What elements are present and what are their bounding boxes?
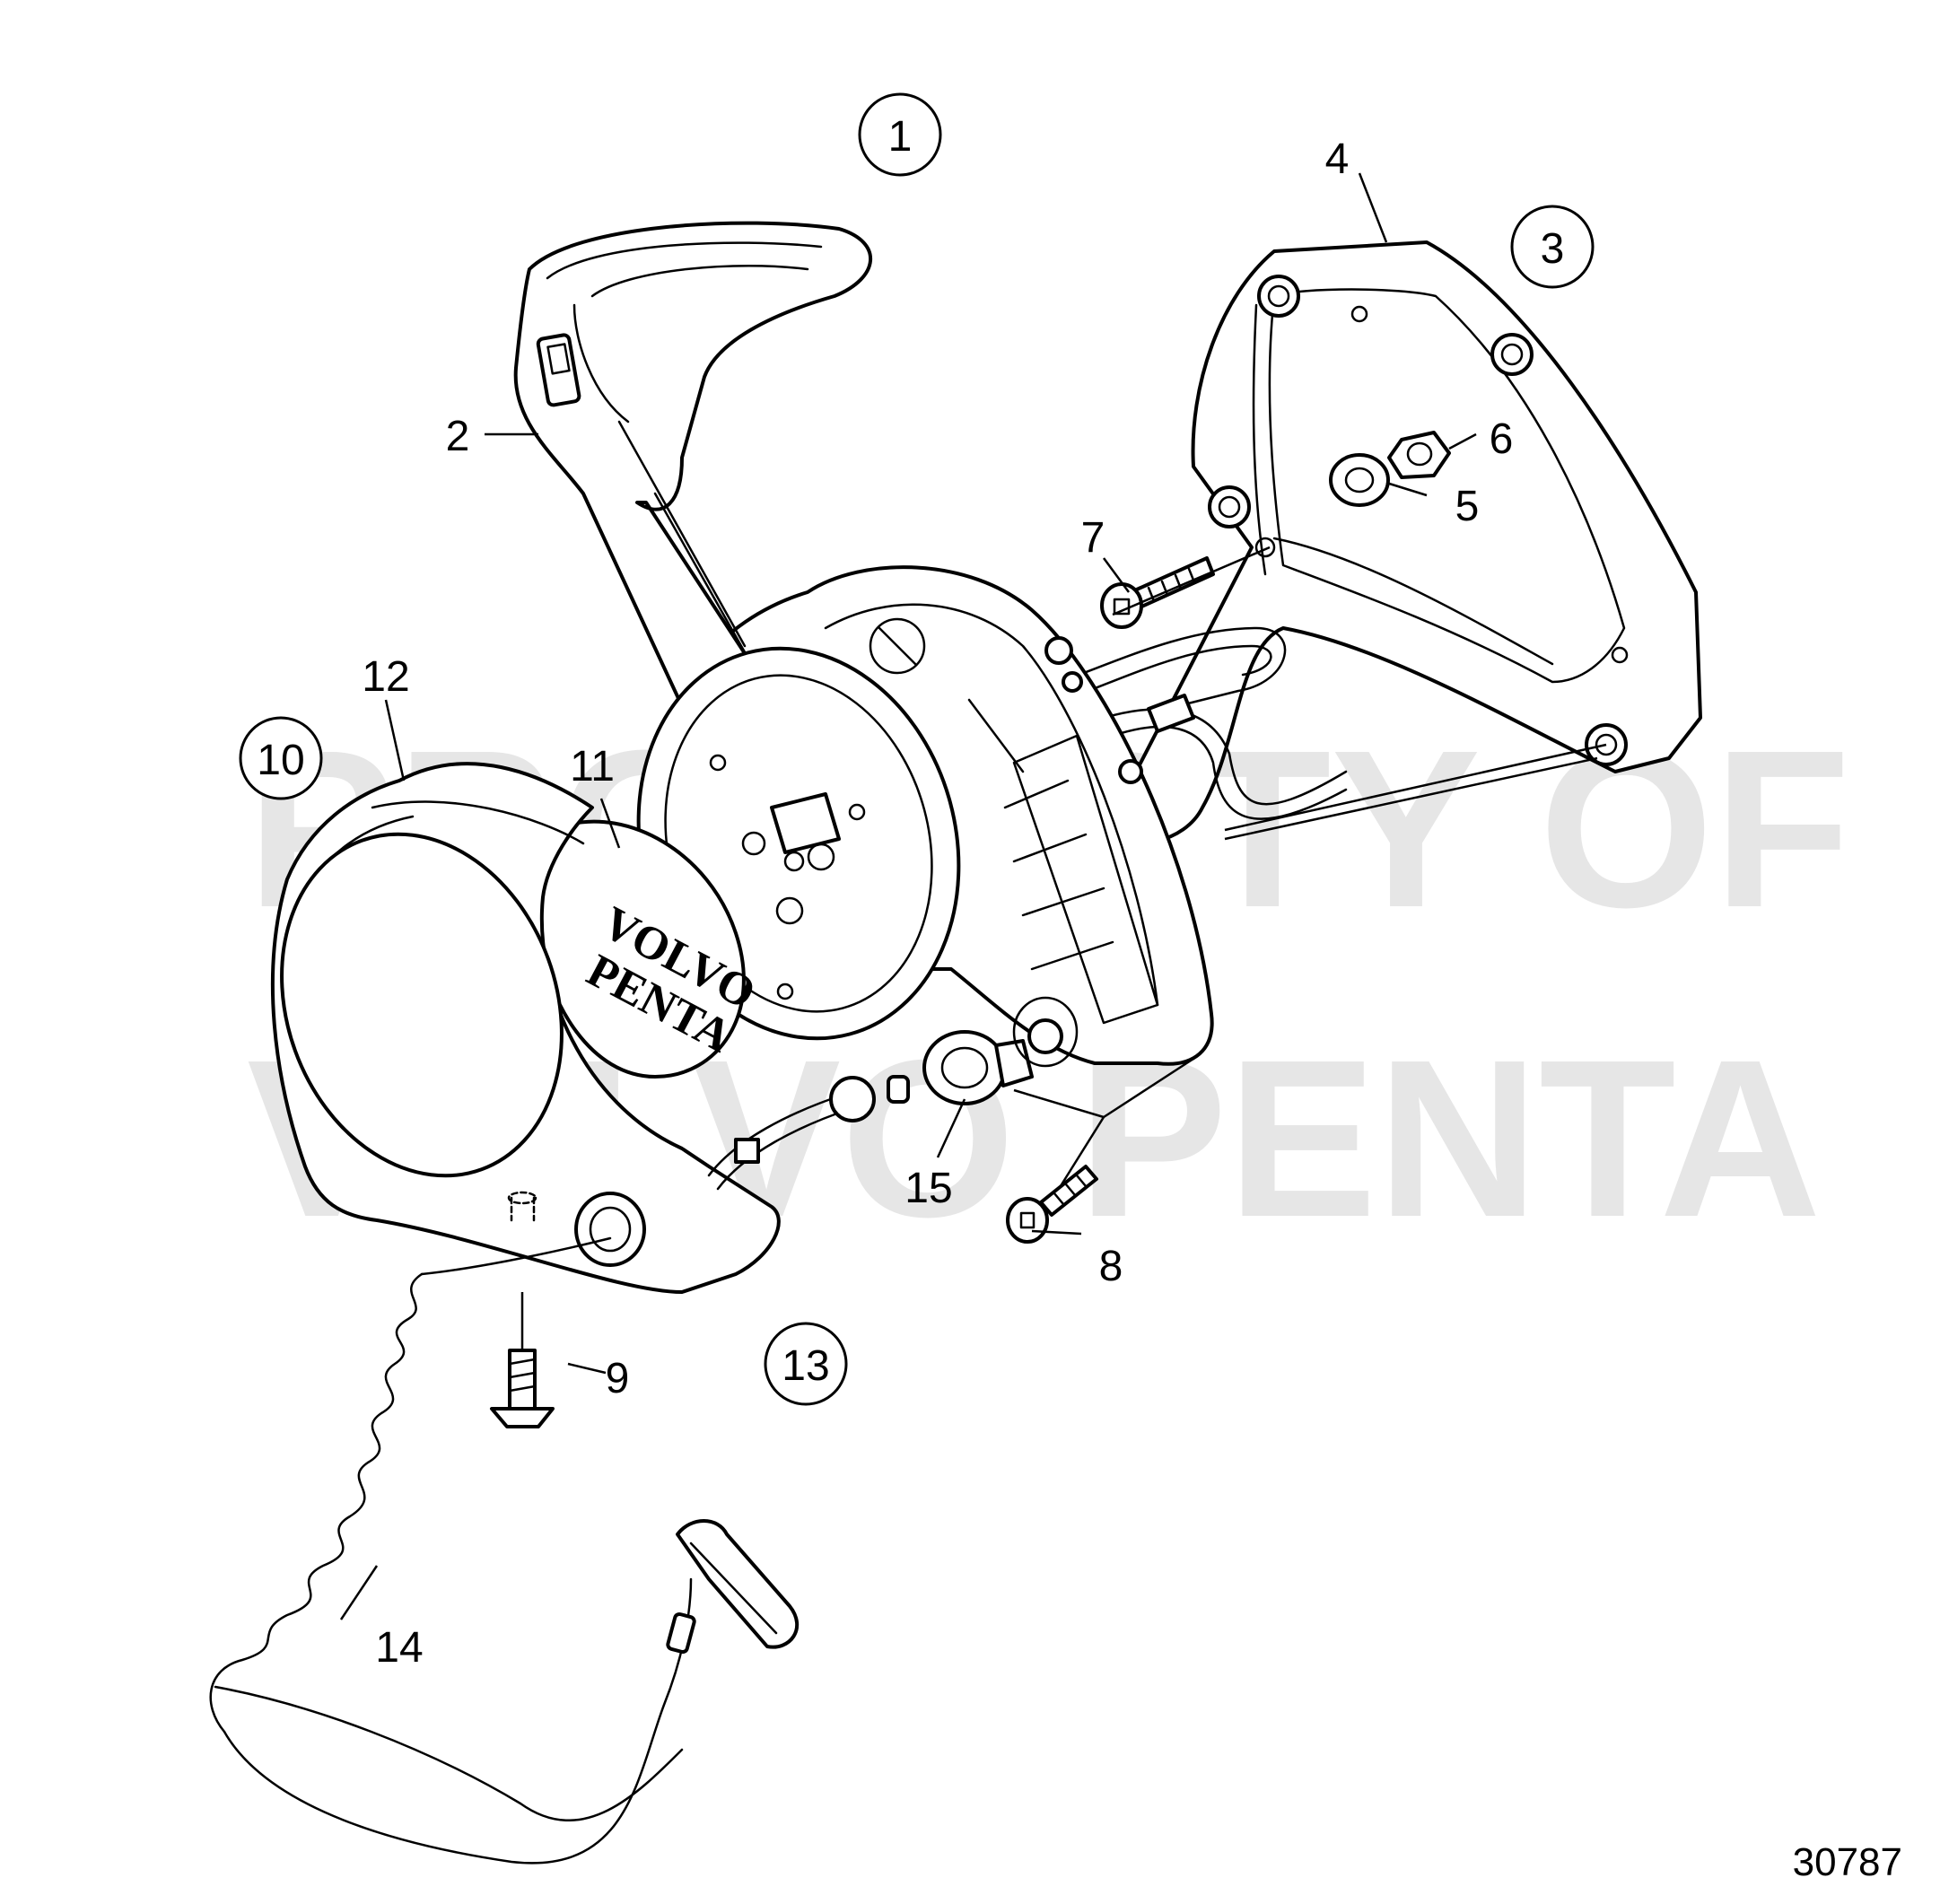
callout-circle-1 <box>858 92 942 177</box>
callout-circle-10 <box>239 716 323 800</box>
stop-switch-clip <box>707 1075 910 1191</box>
drawing-number: 30787 <box>1793 1840 1902 1884</box>
callout-label-7: 7 <box>1081 514 1105 562</box>
housing-knob <box>1044 636 1073 665</box>
callout-label-14: 14 <box>375 1624 423 1672</box>
callout-label-11: 11 <box>570 743 615 790</box>
callout-label-13: 13 <box>782 1342 829 1390</box>
callout-label-6: 6 <box>1490 415 1514 463</box>
front-cover <box>270 762 781 1294</box>
callout-circle-13 <box>764 1322 848 1406</box>
coiled-lanyard <box>209 1236 800 1865</box>
control-lever <box>513 221 873 785</box>
screw-7 <box>1100 556 1215 629</box>
logo-cap: VOLVO PENTA <box>535 819 764 1079</box>
callout-circle-3 <box>1510 205 1595 289</box>
leader-lines <box>339 172 1607 1620</box>
callout-label-12: 12 <box>362 653 409 701</box>
callout-label-9: 9 <box>606 1355 630 1402</box>
screw-9 <box>490 1191 555 1428</box>
callout-label-1: 1 <box>888 113 913 161</box>
callout-label-4: 4 <box>1325 135 1350 183</box>
washer <box>1329 453 1390 507</box>
bracket-hole-top-left <box>1257 275 1300 318</box>
callout-label-10: 10 <box>257 737 304 784</box>
callouts: 1 2 3 4 5 6 7 8 9 10 11 12 13 14 15 <box>239 92 1595 1672</box>
callout-label-3: 3 <box>1541 225 1565 273</box>
callout-label-15: 15 <box>904 1165 952 1212</box>
cover-lanyard-socket <box>574 1192 646 1267</box>
cover-window <box>280 832 564 1178</box>
callout-label-2: 2 <box>446 413 470 460</box>
bracket-hole-left <box>1208 485 1251 528</box>
callout-label-8: 8 <box>1099 1243 1123 1290</box>
bracket-hole-top-right <box>1490 333 1534 376</box>
cable-gland <box>922 996 1079 1105</box>
nut <box>1387 431 1451 479</box>
bracket-small-hole <box>1254 537 1276 558</box>
callout-label-5: 5 <box>1455 483 1480 530</box>
